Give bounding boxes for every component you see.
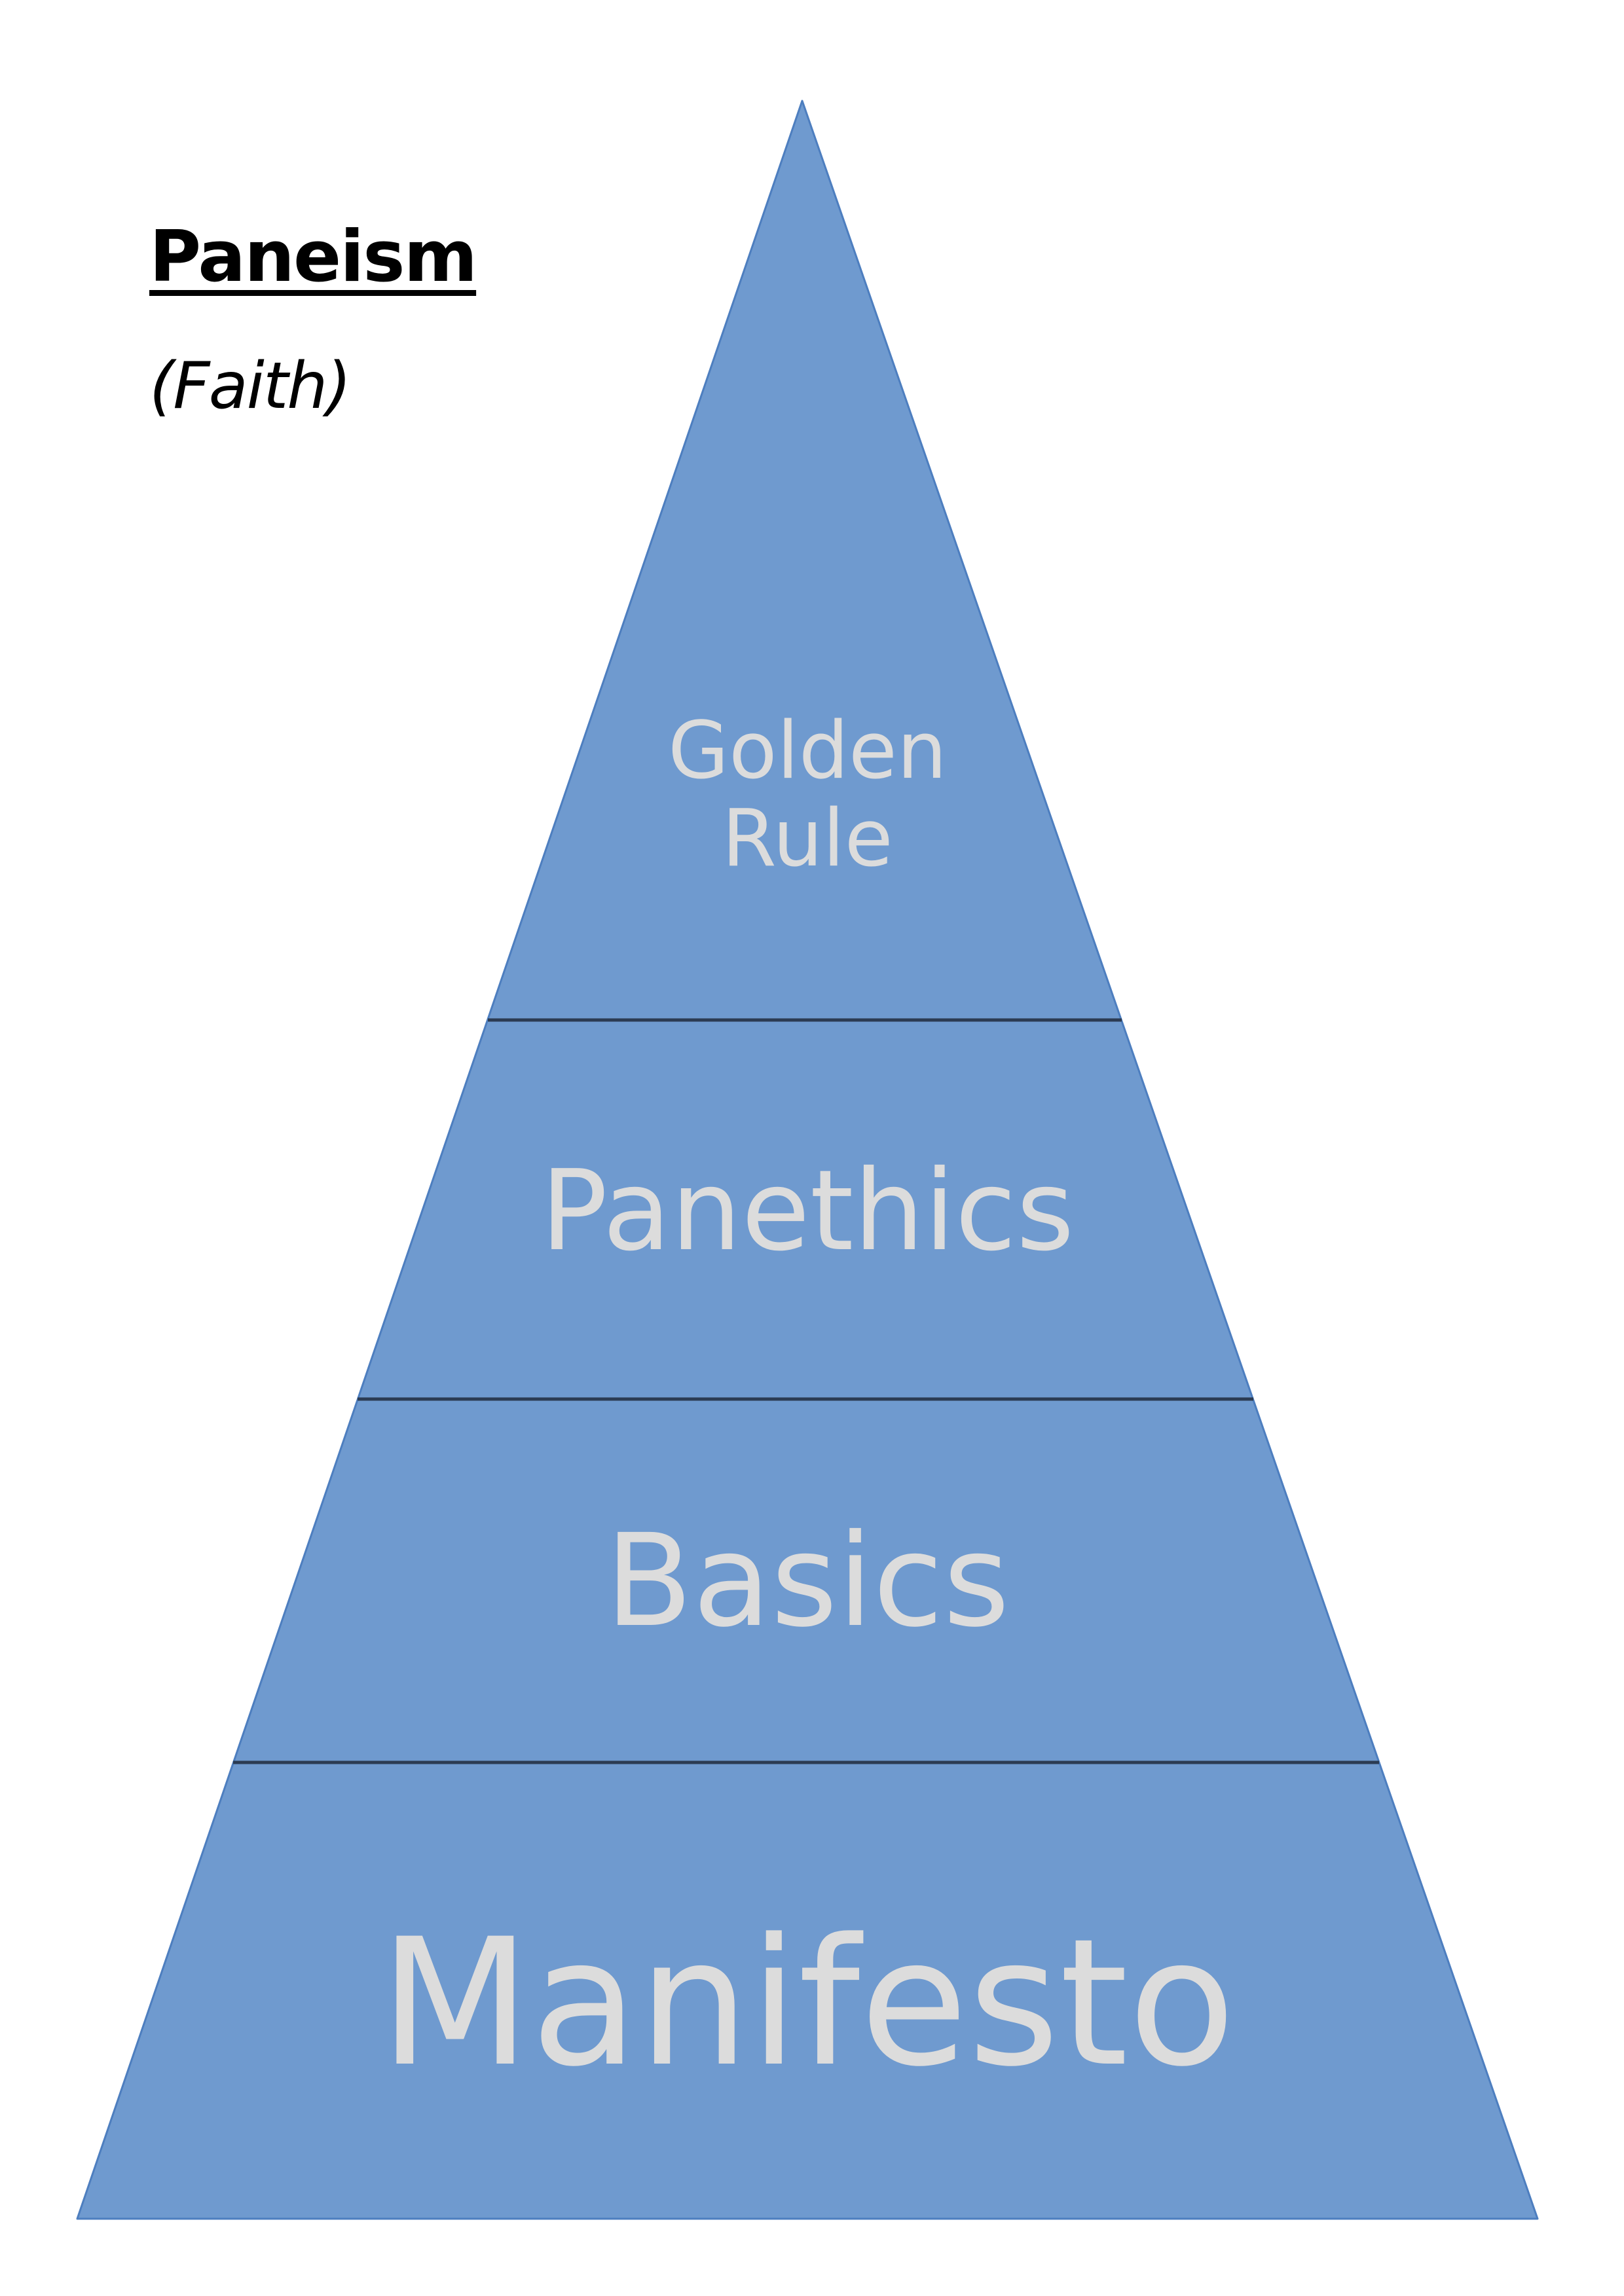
pyramid-level-golden-rule-line1: Golden bbox=[668, 706, 947, 797]
pyramid-level-basics-label: Basics bbox=[605, 1506, 1010, 1655]
pyramid-level-manifesto-label: Manifesto bbox=[379, 1901, 1236, 2105]
page-title: Paneism bbox=[149, 216, 477, 298]
pyramid-level-golden-rule-line2: Rule bbox=[722, 793, 893, 884]
header: Paneism (Faith) bbox=[149, 216, 477, 424]
pyramid-level-panethics-label: Panethics bbox=[540, 1146, 1074, 1276]
page-subtitle: (Faith) bbox=[149, 349, 352, 424]
pyramid-shape bbox=[76, 100, 1539, 2220]
